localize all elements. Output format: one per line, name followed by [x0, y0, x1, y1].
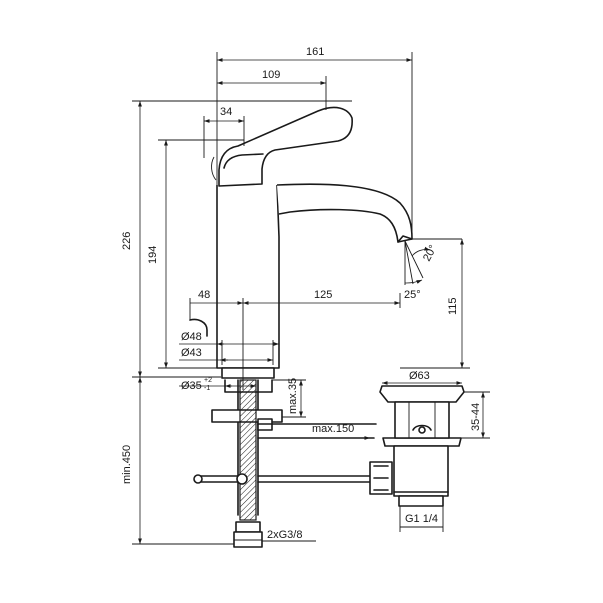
label-min-hose-length: min.450 — [121, 445, 133, 484]
label-waste-diameter: Ø63 — [409, 370, 430, 382]
pop-up-waste — [369, 385, 465, 507]
label-body-diameter: Ø43 — [181, 347, 202, 359]
label-total-height: 226 — [121, 232, 133, 250]
label-max-deck-thickness: max.35 — [287, 378, 299, 414]
tap-body — [216, 183, 413, 379]
label-waste-height-range: 35-44 — [470, 403, 482, 431]
label-waste-thread: G1 1/4 — [405, 513, 438, 525]
label-lever-offset: 34 — [220, 106, 232, 118]
label-lever-reach: 109 — [262, 69, 280, 81]
label-max-pullrod: max.150 — [312, 423, 354, 435]
label-overall-length: 161 — [306, 46, 324, 58]
label-hose-connection: 2xG3/8 — [267, 529, 302, 541]
dimension-lines — [132, 52, 490, 545]
spray-angle-lines — [404, 238, 462, 285]
installation-section — [193, 379, 379, 548]
label-outlet-height: 115 — [447, 297, 459, 315]
lever-handle — [211, 106, 353, 187]
label-hole-diameter: Ø35 — [181, 380, 202, 392]
label-hole-tolerance-plus: +2 — [204, 377, 212, 384]
label-hole-tolerance-minus: -1 — [204, 385, 210, 392]
label-spray-angle: 20° — [421, 243, 439, 263]
label-spout-height: 194 — [147, 246, 159, 264]
label-spout-reach: 125 — [314, 289, 332, 301]
label-base-diameter: Ø48 — [181, 331, 202, 343]
dimension-labels: 161 109 34 226 194 48 125 115 20° 25° Ø4… — [121, 46, 482, 541]
label-body-axis-offset: 48 — [198, 289, 210, 301]
label-outlet-tilt: 25° — [404, 289, 421, 301]
